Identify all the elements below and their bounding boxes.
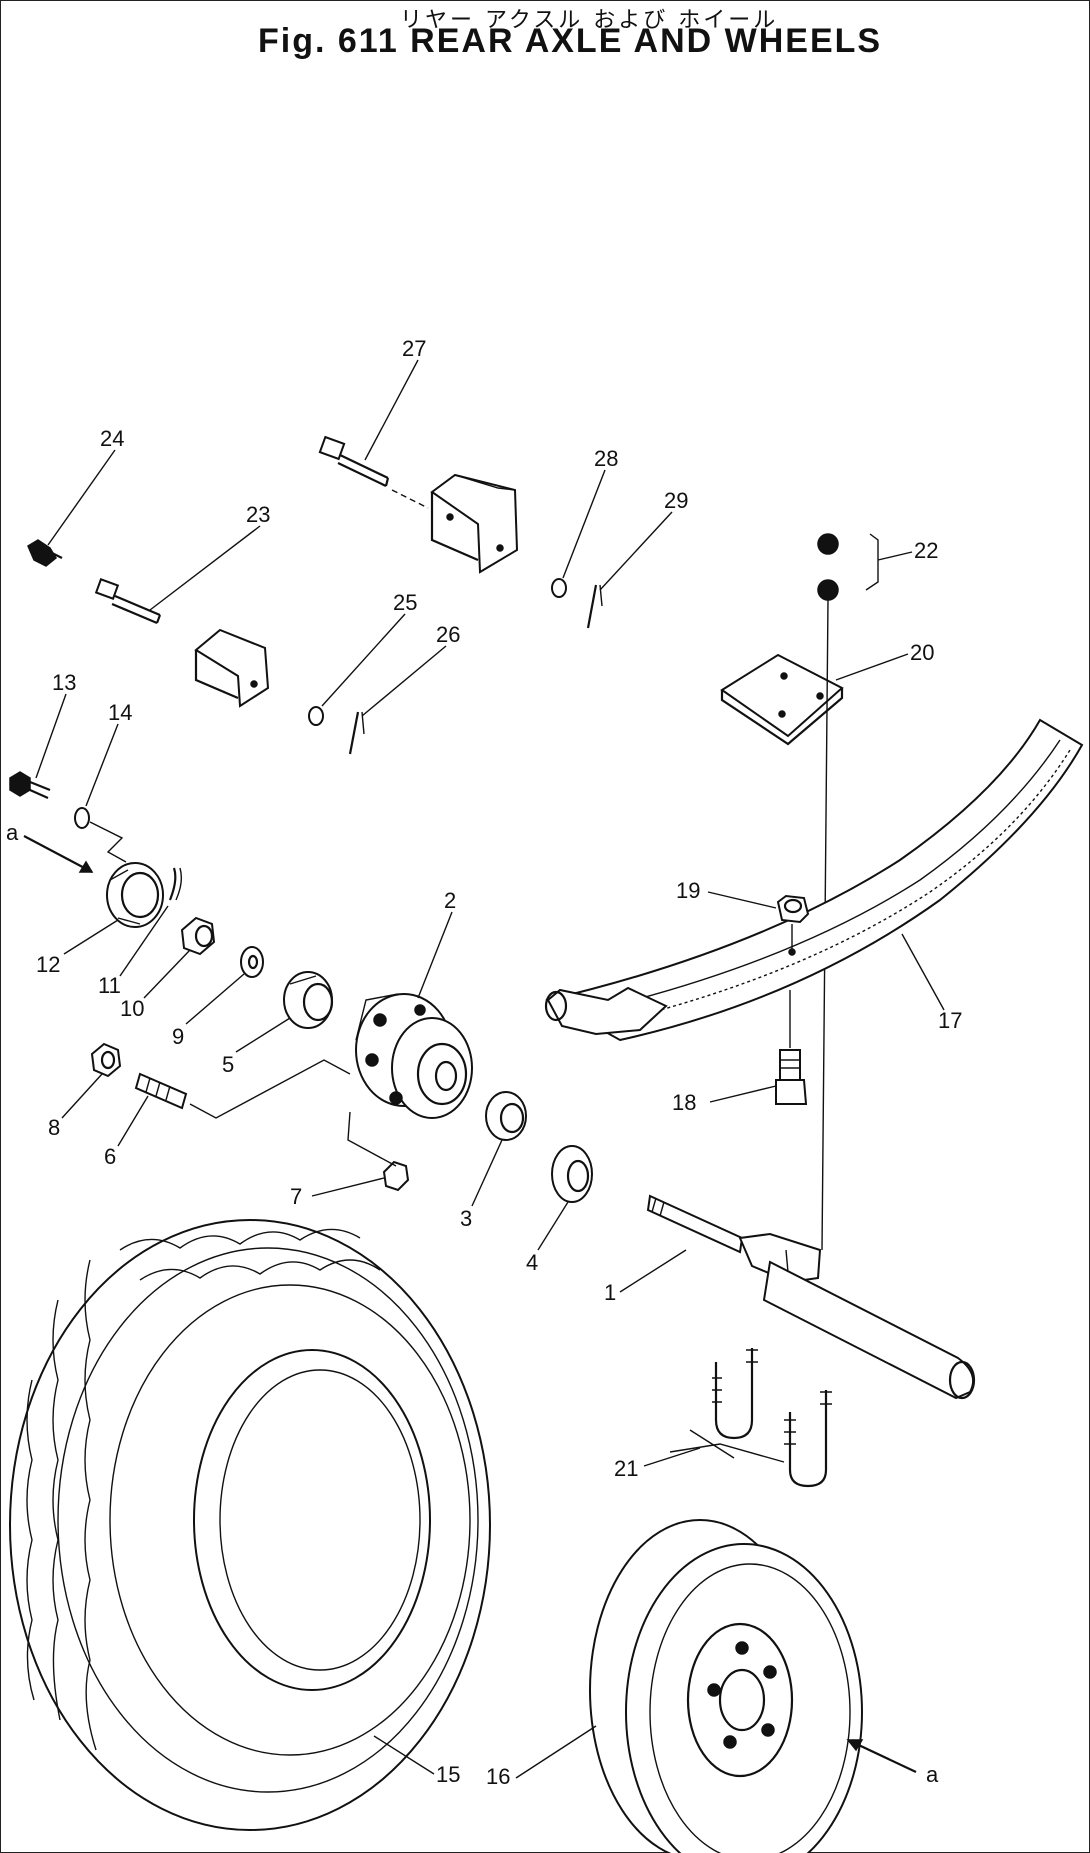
leader-6: [117, 1095, 149, 1147]
part-9-washer: [240, 946, 264, 978]
leader-15: [373, 1735, 435, 1775]
label-23: 23: [246, 502, 270, 527]
leader-1: [619, 1249, 687, 1293]
part-20-plate: [720, 653, 844, 746]
label-25: 25: [393, 590, 417, 615]
leader-4: [537, 1201, 569, 1251]
ref-a-arrowhead-left: [78, 860, 94, 873]
part-1-axle: [646, 1194, 976, 1400]
leader-2: [417, 911, 453, 999]
label-19: 19: [676, 878, 700, 903]
upper-bracket: [430, 473, 519, 574]
part-19-nut: [776, 894, 810, 956]
part-27-bolt: [318, 435, 429, 509]
leader-3: [471, 1139, 503, 1207]
figure-title: Fig. 611 REAR AXLE AND WHEELS: [258, 22, 883, 60]
label-17: 17: [938, 1008, 962, 1033]
label-21: 21: [614, 1456, 638, 1481]
label-22: 22: [914, 538, 938, 563]
leader-11: [119, 905, 169, 977]
label-5: 5: [222, 1052, 234, 1077]
leader-13: [35, 693, 67, 779]
label-14: 14: [108, 700, 132, 725]
label-18: 18: [672, 1090, 696, 1115]
leader-23: [149, 525, 261, 611]
lower-bracket: [194, 628, 270, 708]
part-25-nut: [308, 706, 324, 726]
leader-17: [901, 933, 945, 1011]
label-11: 11: [98, 973, 121, 998]
part-12-lock-plate: [106, 862, 164, 928]
label-13: 13: [52, 670, 76, 695]
part-3-bearing: [485, 1091, 527, 1141]
part-8-nut: [90, 1042, 122, 1078]
title-japanese: リヤー アクスル および ホイール: [400, 8, 779, 33]
label-6: 6: [104, 1144, 116, 1169]
leader-16: [515, 1725, 597, 1779]
leader-21: [643, 1447, 701, 1467]
leader-5: [235, 1017, 291, 1053]
label-1: 1: [604, 1280, 616, 1305]
ref-a-left: a: [6, 820, 19, 845]
leader-25: [321, 613, 406, 707]
label-9: 9: [172, 1024, 184, 1049]
leader-8: [61, 1073, 103, 1119]
part-22-nuts: [817, 533, 913, 601]
part-24-grease-fitting: [27, 539, 63, 567]
leader-12: [63, 919, 119, 955]
part-28-nut: [551, 578, 567, 598]
label-29: 29: [664, 488, 688, 513]
part-18-bolt: [775, 990, 808, 1105]
part-10-nut: [180, 916, 216, 956]
leader-26: [361, 645, 447, 717]
part-6-stud: [134, 1059, 351, 1119]
part-15-tire: [9, 1219, 491, 1831]
label-24: 24: [100, 426, 124, 451]
ref-a-arrow-left: [23, 835, 93, 873]
part-11-pin: [168, 867, 183, 901]
part-17-leaf-spring: [544, 718, 1084, 1042]
leader-27: [364, 359, 419, 461]
part-13-bolt: [9, 771, 51, 800]
part-23-bolt: [94, 578, 162, 625]
label-7: 7: [290, 1184, 302, 1209]
label-26: 26: [436, 622, 460, 647]
label-28: 28: [594, 446, 618, 471]
part-14-washer: [74, 807, 127, 863]
leader-7: [311, 1177, 385, 1197]
label-2: 2: [444, 888, 456, 913]
label-10: 10: [120, 996, 144, 1021]
leader-20: [835, 653, 909, 681]
part-7-nut: [347, 1111, 410, 1192]
label-3: 3: [460, 1206, 472, 1231]
part-4-seal: [551, 1145, 593, 1203]
ref-a-arrowhead-right: [846, 1739, 864, 1752]
leader-24: [47, 449, 116, 546]
leader-10: [143, 949, 191, 999]
leader-28: [562, 469, 606, 579]
label-16: 16: [486, 1764, 510, 1789]
leader-19: [707, 891, 777, 909]
leader-9: [185, 973, 245, 1025]
part-26-cotter-pin: [348, 711, 365, 755]
ref-a-right: a: [926, 1762, 939, 1787]
part-29-cotter-pin: [586, 584, 603, 629]
part-16-rim: [589, 1519, 863, 1853]
part-2-hub: [355, 993, 473, 1119]
leader-14: [85, 723, 119, 807]
label-4: 4: [526, 1250, 538, 1275]
part-21-u-bolts: [669, 1348, 832, 1488]
part-5-bearing: [283, 971, 334, 1029]
label-8: 8: [48, 1115, 60, 1140]
label-20: 20: [910, 640, 934, 665]
leader-29: [599, 511, 673, 591]
leader-18: [709, 1085, 777, 1103]
label-27: 27: [402, 336, 426, 361]
label-15: 15: [436, 1762, 460, 1787]
label-12: 12: [36, 952, 60, 977]
